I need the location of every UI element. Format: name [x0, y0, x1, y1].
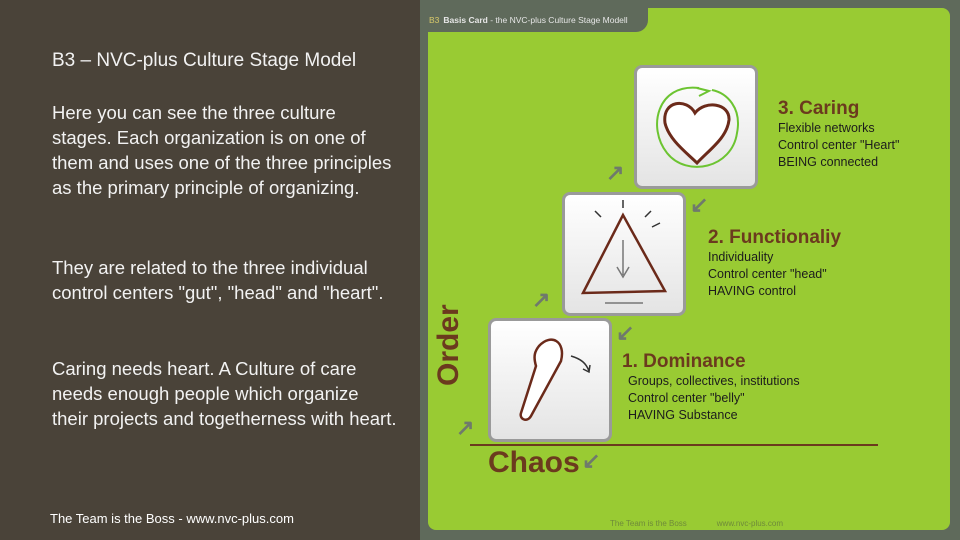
arrow-down-icon: ↙	[582, 448, 601, 473]
stage-line: BEING connected	[778, 155, 879, 169]
stage-line: HAVING Substance	[628, 408, 738, 422]
club-icon	[519, 338, 591, 421]
club-box	[488, 318, 612, 442]
arrow-up-icon: ↗	[532, 287, 551, 312]
card-subtitle: - the NVC-plus Culture Stage Modell	[490, 15, 628, 25]
paragraph: Caring needs heart. A Culture of care ne…	[52, 358, 397, 429]
card-footer-right: www.nvc-plus.com	[716, 519, 784, 528]
stage-caring: 3. Caring Flexible networks Control cent…	[778, 98, 900, 171]
triangle-box	[562, 192, 686, 316]
stage-title: 1. Dominance	[622, 351, 746, 372]
stage-dominance: 1. Dominance Groups, collectives, instit…	[622, 352, 800, 424]
arrow-up-icon: ↗	[606, 160, 625, 185]
stage-title: 2. Functionaliy	[708, 227, 842, 248]
card-label: Basis Card	[443, 15, 488, 25]
stage-line: Groups, collectives, institutions	[628, 374, 800, 388]
stage-line: Individuality	[708, 250, 774, 264]
slide-title: B3 – NVC-plus Culture Stage Model	[52, 50, 357, 71]
heart-icon	[656, 86, 739, 168]
card-footer-left: The Team is the Boss	[610, 519, 687, 528]
card-code: B3	[429, 15, 440, 25]
paragraph: Here you can see the three culture stage…	[52, 102, 392, 198]
stage-line: Control center "belly"	[628, 391, 745, 405]
slide-footer: The Team is the Boss - www.nvc-plus.com	[50, 511, 294, 526]
stage-line: HAVING control	[708, 284, 796, 298]
baseline-divider	[470, 444, 878, 446]
paragraph: They are related to the three individual…	[52, 257, 384, 303]
arrow-down-icon: ↙	[690, 192, 709, 217]
stage-line: Flexible networks	[778, 121, 875, 135]
axis-order-label: Order	[432, 304, 465, 386]
card-footer: The Team is the Boss www.nvc-plus.com	[610, 519, 813, 528]
stage-line: Control center "Heart"	[778, 138, 900, 152]
triangle-icon	[580, 200, 668, 304]
stage-line: Control center "head"	[708, 267, 827, 281]
stage-functionality: 2. Functionaliy Individuality Control ce…	[708, 227, 842, 300]
arrow-down-icon: ↙	[616, 320, 635, 345]
stage-title: 3. Caring	[778, 98, 860, 119]
axis-chaos-label: Chaos	[488, 446, 580, 479]
left-panel: B3 – NVC-plus Culture Stage Model Here y…	[0, 0, 420, 540]
heart-box	[634, 65, 758, 189]
arrow-up-icon: ↗	[456, 415, 475, 440]
